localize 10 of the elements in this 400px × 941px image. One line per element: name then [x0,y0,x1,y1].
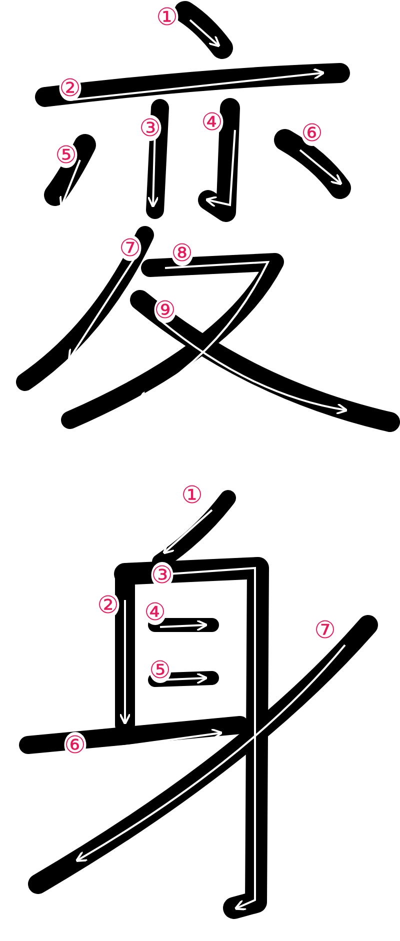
stroke-order-number: ⑤ [149,657,171,683]
stroke-order-number: ② [59,75,81,101]
stroke-order-number: ⑤ [55,142,77,168]
stroke-order-number: ③ [139,115,161,141]
stroke-order-number: ⑧ [171,240,193,266]
stroke-order-number: ⑦ [119,235,141,261]
stroke-order-number: ② [97,592,119,618]
stroke-order-number: ⑥ [301,120,323,146]
stroke-order-number: ④ [144,599,166,625]
stroke-order-number: ④ [201,109,223,135]
